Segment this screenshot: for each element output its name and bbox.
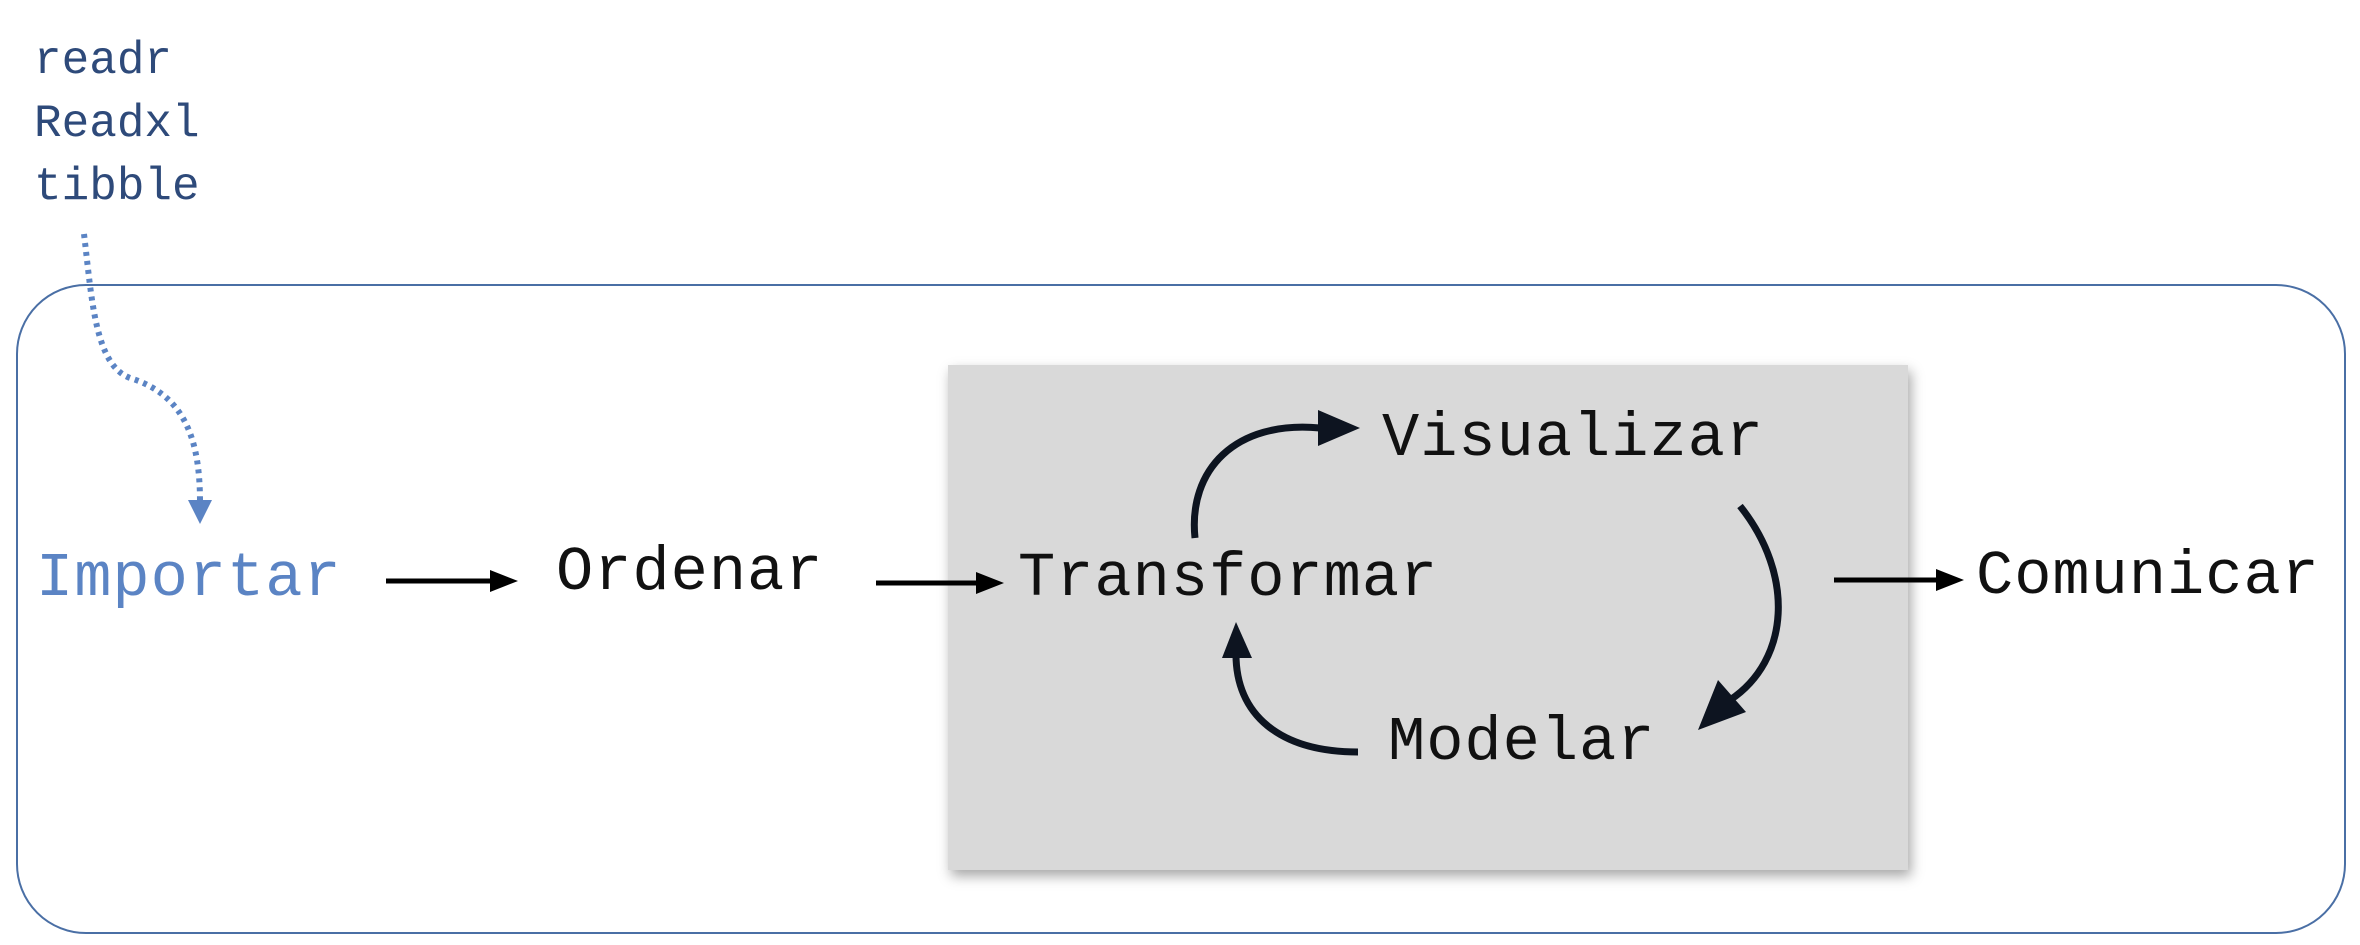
cycle-arrow-transform-to-visualize [1190,423,1321,539]
step-transform: Transformar [1018,543,1439,614]
arrow-import-to-tidy-head [490,570,518,592]
arrow-model-to-communicate-head [1936,569,1964,591]
dotted-arrow-head [188,500,212,524]
program-outer-frame [16,284,2346,934]
dotted-import-arrow [81,233,203,503]
cycle-arrow-visualize-to-model [1728,503,1782,703]
explore-panel [948,365,1908,870]
step-model: Modelar [1388,707,1656,778]
cycle-arrow-model-to-transform [1232,651,1359,756]
step-import: Importar [36,543,342,614]
package-readr: readr [34,35,173,87]
package-list: readr Readxl tibble [34,30,200,219]
cycle-arrow-visualize-to-model-head [1698,680,1746,730]
arrow-tidy-to-transform-head [976,572,1004,594]
step-communicate: Comunicar [1976,541,2320,612]
package-tibble: tibble [34,161,200,213]
cycle-arrow-transform-to-visualize-head [1318,410,1360,446]
step-tidy: Ordenar [556,537,824,608]
step-visualize: Visualizar [1382,403,1765,474]
cycle-arrow-model-to-transform-head [1222,622,1252,658]
package-readxl: Readxl [34,98,200,150]
